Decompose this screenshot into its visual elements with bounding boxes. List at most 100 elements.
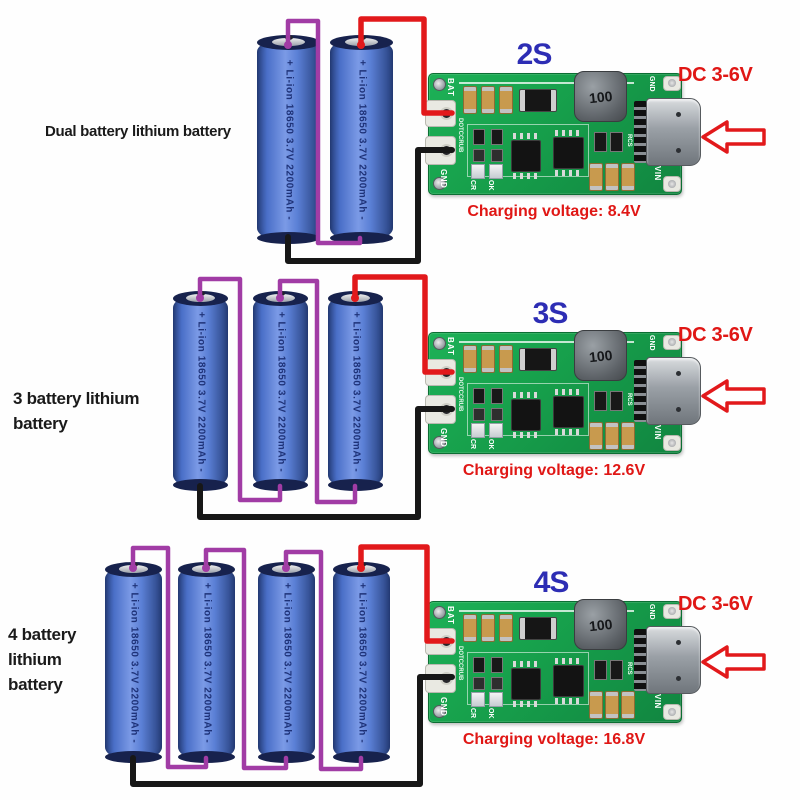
capacitor	[621, 691, 635, 719]
series-count-label-4s: 4S	[533, 566, 570, 599]
battery-bottom-cap	[257, 232, 320, 244]
capacitor	[499, 86, 513, 114]
status-led	[471, 692, 485, 707]
charging-voltage-label: Charging voltage: 16.8V	[462, 731, 646, 748]
capacitor	[621, 422, 635, 450]
capacitor	[499, 345, 513, 373]
battery-print: + Li-ion 18650 3.7V 2200mAh -	[283, 59, 294, 221]
bat-silkscreen-label: BAT	[446, 606, 455, 625]
series-count-label-3s: 3S	[532, 297, 569, 330]
capacitor	[605, 422, 619, 450]
pad-hole	[442, 674, 451, 683]
pad-hole	[668, 79, 676, 87]
inductor-value-label: 100	[588, 87, 613, 106]
diode	[519, 89, 557, 112]
battery-print: + Li-ion 18650 3.7V 2200mAh -	[356, 59, 367, 221]
rcs-silkscreen-label: RCS	[626, 134, 632, 147]
pad-hole	[668, 338, 676, 346]
caption-line: battery	[8, 675, 63, 694]
usb-screw-dot	[676, 148, 681, 153]
model-silkscreen-label: DOTCCRUB	[457, 118, 463, 153]
battery-cell: + Li-ion 18650 3.7V 2200mAh -	[178, 562, 235, 763]
cr-led-label: CR	[469, 439, 476, 450]
battery-top-cap	[333, 562, 390, 577]
diode	[519, 348, 557, 371]
capacitor	[605, 163, 619, 191]
resistor	[491, 677, 503, 690]
charger-board-3s: BAT DOTCCRUB GND 100 CR OK RCS GND	[426, 330, 701, 454]
usb-screw-dot	[676, 112, 681, 117]
battery-bottom-cap	[328, 479, 383, 491]
gnd-silkscreen-label: GND	[648, 335, 655, 351]
battery-bottom-cap	[173, 479, 228, 491]
battery-print: + Li-ion 18650 3.7V 2200mAh -	[281, 582, 292, 744]
usb-c-pins	[634, 101, 647, 163]
resistor	[610, 660, 623, 680]
usb-screw-dot	[676, 371, 681, 376]
usb-c-pins	[634, 629, 647, 691]
capacitor	[589, 422, 603, 450]
gnd-silkscreen-label: GND	[439, 697, 448, 717]
vin-silkscreen-label: VIN	[653, 166, 662, 181]
battery-cell: + Li-ion 18650 3.7V 2200mAh -	[328, 291, 383, 491]
dc-input-label: DC 3-6V	[678, 64, 753, 86]
resistor	[473, 677, 485, 690]
pad-hole	[442, 637, 451, 646]
pcb-board: BAT DOTCCRUB GND 100 CR OK RCS GND	[426, 71, 701, 195]
resistor	[473, 129, 485, 145]
inductor: 100	[574, 599, 627, 650]
ic-legs	[513, 701, 540, 707]
negative-wire	[197, 406, 455, 520]
battery-cell: + Li-ion 18650 3.7V 2200mAh -	[105, 562, 162, 763]
status-led	[489, 164, 503, 179]
pad-hole	[668, 607, 676, 615]
charger-ic	[511, 668, 541, 700]
capacitor	[605, 691, 619, 719]
input-arrow-icon	[701, 645, 766, 679]
resistor	[491, 129, 503, 145]
resistor	[473, 408, 485, 421]
caption-line: lithium	[8, 650, 62, 669]
charger-ic	[511, 399, 541, 431]
charging-voltage-label: Charging voltage: 12.6V	[462, 462, 646, 479]
battery-print: + Li-ion 18650 3.7V 2200mAh -	[128, 582, 139, 744]
battery-cell: + Li-ion 18650 3.7V 2200mAh -	[258, 562, 315, 763]
pad-hole	[442, 109, 451, 118]
usb-c-pins	[634, 360, 647, 422]
usb-screw-dot	[676, 676, 681, 681]
vin-silkscreen-label: VIN	[653, 425, 662, 440]
battery-print: + Li-ion 18650 3.7V 2200mAh -	[275, 311, 286, 472]
battery-bottom-cap	[258, 751, 315, 763]
capacitor	[481, 86, 495, 114]
status-led	[489, 423, 503, 438]
battery-print: + Li-ion 18650 3.7V 2200mAh -	[356, 582, 367, 744]
silkscreen-line	[459, 610, 634, 612]
usb-screw-dot	[676, 407, 681, 412]
resistor	[473, 657, 485, 673]
ic-legs	[513, 432, 540, 438]
resistor	[610, 132, 623, 152]
capacitor	[463, 614, 477, 642]
battery-print: + Li-ion 18650 3.7V 2200mAh -	[350, 311, 361, 472]
battery-print: + Li-ion 18650 3.7V 2200mAh -	[201, 582, 212, 744]
battery-top-cap	[253, 291, 308, 306]
series-count-label-2s: 2S	[516, 38, 553, 71]
rcs-silkscreen-label: RCS	[626, 393, 632, 406]
ic-legs	[513, 133, 540, 139]
usb-screw-dot	[676, 640, 681, 645]
dc-input-label: DC 3-6V	[678, 593, 753, 615]
battery-top-cap	[328, 291, 383, 306]
usb-c-port	[646, 626, 701, 694]
battery-bottom-cap	[105, 751, 162, 763]
gnd-silkscreen-label: GND	[439, 169, 448, 189]
resistor	[473, 149, 485, 162]
ic-legs	[555, 658, 583, 664]
cr-led-label: CR	[469, 180, 476, 191]
charger-ic	[511, 140, 541, 172]
usb-c-port	[646, 98, 701, 166]
pad-hole	[668, 180, 676, 188]
charger-board-2s: BAT DOTCCRUB GND 100 CR OK RCS GND	[426, 71, 701, 195]
ic-legs	[555, 429, 583, 435]
row-1-caption: Dual battery lithium battery	[45, 122, 231, 142]
